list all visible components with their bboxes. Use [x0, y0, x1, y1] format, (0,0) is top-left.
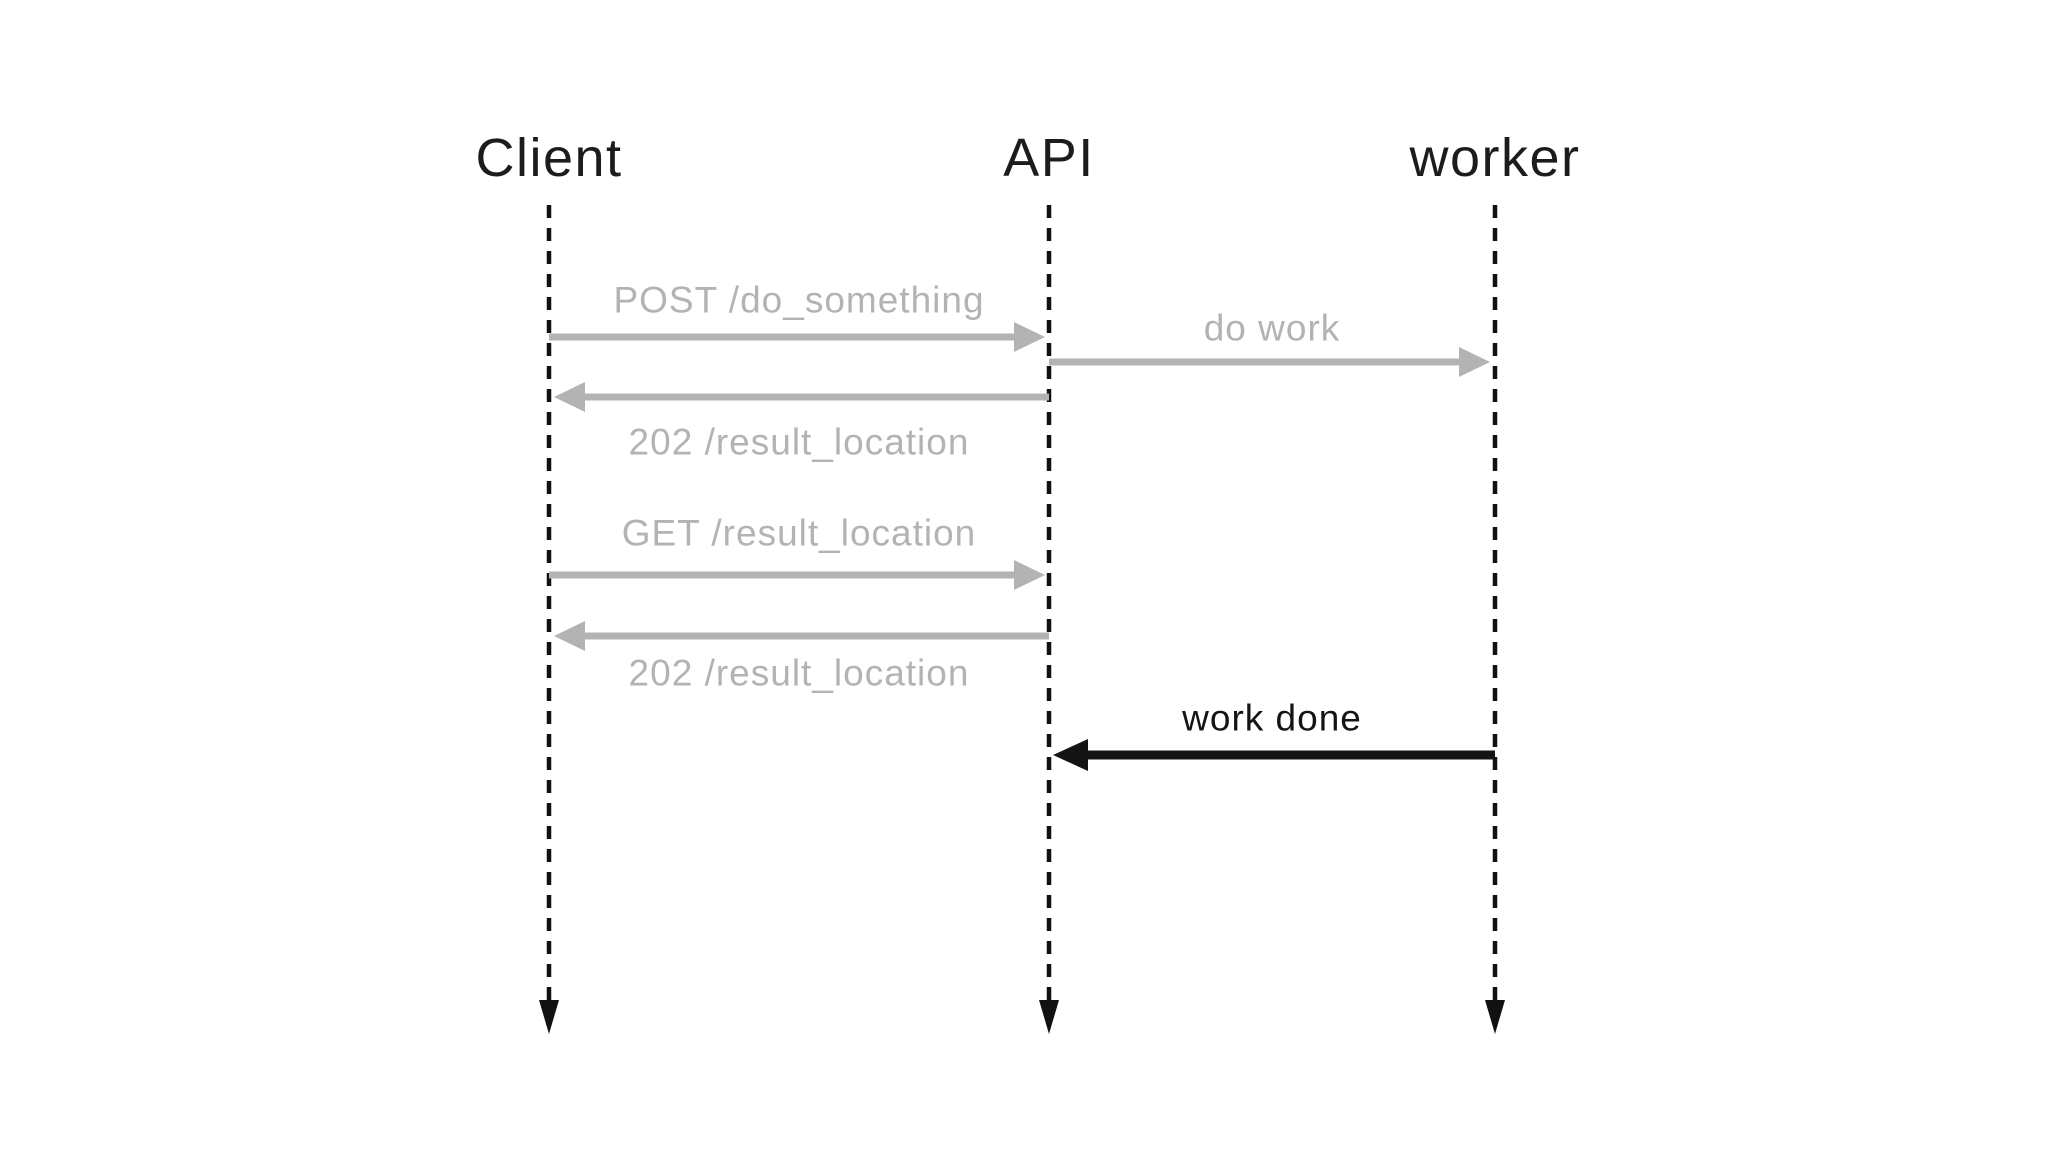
message-label-do-work: do work — [1203, 307, 1341, 349]
actor-label-api: API — [1003, 128, 1095, 188]
message-label-get-result-location: GET /result_location — [621, 512, 977, 554]
arrow-202-result-location-2 — [554, 621, 1049, 651]
lifeline-api-end-arrow-icon — [1039, 1000, 1059, 1034]
lifeline-client — [539, 205, 559, 1034]
actor-label-worker: worker — [1409, 128, 1581, 188]
message-label-post-do-something: POST /do_something — [613, 279, 985, 321]
arrowhead-right-icon — [1014, 560, 1045, 590]
arrow-work-done — [1053, 739, 1495, 771]
arrowhead-left-icon — [554, 382, 585, 412]
lifeline-api — [1039, 205, 1059, 1034]
arrow-202-result-location-1 — [554, 382, 1049, 412]
arrow-get-result-location — [549, 560, 1045, 590]
message-label-202-result-location-2: 202 /result_location — [628, 652, 970, 694]
actor-label-client: Client — [475, 128, 623, 188]
lifeline-client-end-arrow-icon — [539, 1000, 559, 1034]
arrowhead-right-icon — [1014, 322, 1045, 352]
lifeline-worker — [1485, 205, 1505, 1034]
arrowhead-left-icon — [1053, 739, 1088, 771]
arrowhead-right-icon — [1459, 347, 1490, 377]
arrow-post-do-something — [549, 322, 1045, 352]
arrow-do-work — [1049, 347, 1490, 377]
message-label-work-done: work done — [1182, 697, 1362, 739]
lifeline-worker-end-arrow-icon — [1485, 1000, 1505, 1034]
arrowhead-left-icon — [554, 621, 585, 651]
message-label-202-result-location-1: 202 /result_location — [628, 421, 970, 463]
